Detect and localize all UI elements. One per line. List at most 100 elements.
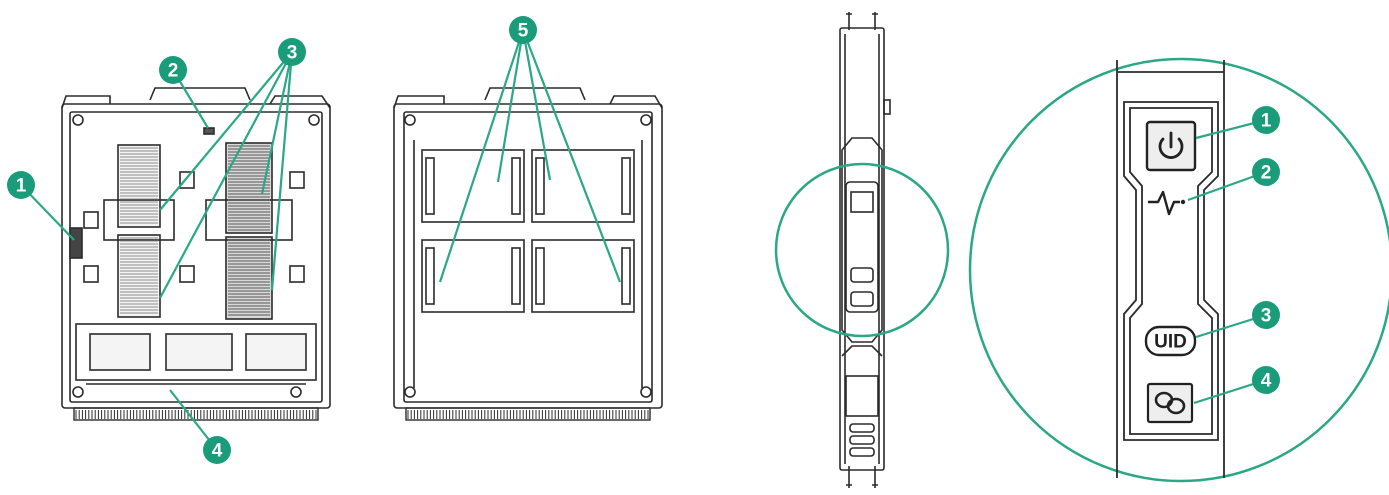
screw	[290, 386, 302, 398]
callout-right-3: 3	[1252, 301, 1280, 329]
uid-label: UID	[1154, 332, 1187, 353]
callout-number: 2	[168, 61, 179, 82]
standoff	[83, 265, 99, 283]
callout-left-1: 1	[7, 171, 35, 199]
callout-number: 4	[212, 441, 223, 462]
callout-badge	[509, 16, 537, 44]
top-clip	[872, 12, 878, 30]
callout-badge	[159, 56, 187, 84]
callout-number: 3	[287, 43, 298, 64]
slot-latch	[535, 157, 545, 215]
leader-line	[159, 51, 293, 299]
left-board	[61, 87, 331, 409]
link-indicator	[1146, 382, 1194, 424]
standoff	[179, 171, 195, 189]
slot-latch	[621, 247, 631, 305]
left-board-top-tab	[149, 87, 251, 101]
heatsink-top-left	[117, 144, 161, 228]
callout-number: 5	[518, 21, 529, 42]
callout-badge	[1252, 106, 1280, 134]
callout-badge	[203, 436, 231, 464]
callout-number: 1	[16, 176, 27, 197]
leader-line	[521, 29, 622, 283]
power-button[interactable]	[1145, 120, 1197, 172]
side-view-lower-panel	[845, 375, 879, 417]
callout-number: 4	[1261, 371, 1272, 392]
slot-latch	[425, 247, 435, 305]
callout-badge	[278, 38, 306, 66]
side-view-tab	[883, 99, 891, 115]
board-indicator	[203, 127, 215, 135]
heatsink-base-left	[103, 199, 175, 241]
callout-middle-5: 5	[509, 16, 537, 44]
screw	[640, 386, 652, 398]
zoom-small-circle	[774, 162, 950, 338]
zoom-bezel-inner	[1129, 107, 1213, 435]
callout-right-1: 1	[1252, 106, 1280, 134]
standoff	[289, 265, 305, 283]
side-view-button	[850, 191, 874, 213]
middle-board-inner-frame	[403, 111, 653, 403]
screw	[404, 114, 416, 126]
screw	[640, 114, 652, 126]
middle-board-top-tab	[484, 87, 586, 101]
side-view-vent	[849, 423, 875, 433]
uid-button-frame	[1144, 325, 1197, 357]
callout-badge	[1252, 158, 1280, 186]
callout-badge	[1252, 301, 1280, 329]
side-view-lower-bezel	[841, 345, 883, 357]
heartbeat-icon	[1148, 190, 1186, 216]
side-view-vent	[849, 435, 875, 445]
lower-bay-slot	[165, 333, 233, 371]
side-view-vent	[849, 447, 875, 457]
uid-button[interactable]: UID	[1144, 325, 1197, 357]
leader-line	[159, 51, 293, 211]
side-view-panel	[845, 181, 879, 313]
slot-latch	[511, 247, 521, 305]
callouts: 1 2 3 4 5 1 2 3 4	[7, 16, 1280, 464]
left-board-latch-right	[269, 95, 331, 109]
module-slot-top-right	[531, 149, 635, 223]
slot-latch	[535, 247, 545, 305]
slot-latch	[621, 157, 631, 215]
slot-latch	[425, 157, 435, 215]
screw	[308, 114, 320, 126]
side-connector	[69, 227, 83, 259]
callout-left-3: 3	[278, 38, 306, 66]
edge-connector	[405, 407, 651, 421]
side-view-button	[850, 267, 874, 283]
zoom-bezel	[1123, 101, 1219, 441]
standoff	[83, 211, 99, 229]
edge-connector	[73, 407, 319, 421]
callout-number: 3	[1261, 306, 1272, 327]
side-view-button	[850, 291, 874, 307]
standoff	[179, 265, 195, 283]
slot-latch	[511, 157, 521, 215]
screw	[72, 114, 84, 126]
callout-badge	[7, 171, 35, 199]
edge-connector-body	[405, 407, 651, 421]
middle-board-latch-left	[393, 95, 445, 109]
heatsink-bottom-right	[225, 236, 273, 320]
left-board-latch-left	[61, 95, 111, 109]
heatsink-fins	[120, 145, 270, 316]
callout-badge	[1252, 366, 1280, 394]
heatsink-bottom-left	[117, 234, 161, 318]
lower-bay-slot	[245, 333, 307, 371]
leader-line	[496, 29, 525, 183]
screw	[404, 386, 416, 398]
zoom-large-circle	[968, 57, 1389, 483]
power-icon	[1158, 131, 1184, 159]
lower-bay-slot	[89, 333, 151, 371]
leader-line	[270, 51, 294, 291]
callout-number: 2	[1261, 163, 1272, 184]
module-slot-bottom-right	[531, 239, 635, 313]
side-view-body	[839, 27, 885, 471]
module-slot-bottom-left	[421, 239, 525, 313]
callout-left-4: 4	[203, 436, 231, 464]
leader-line	[438, 29, 525, 283]
module-slot-top-left	[421, 149, 525, 223]
screw	[72, 386, 84, 398]
